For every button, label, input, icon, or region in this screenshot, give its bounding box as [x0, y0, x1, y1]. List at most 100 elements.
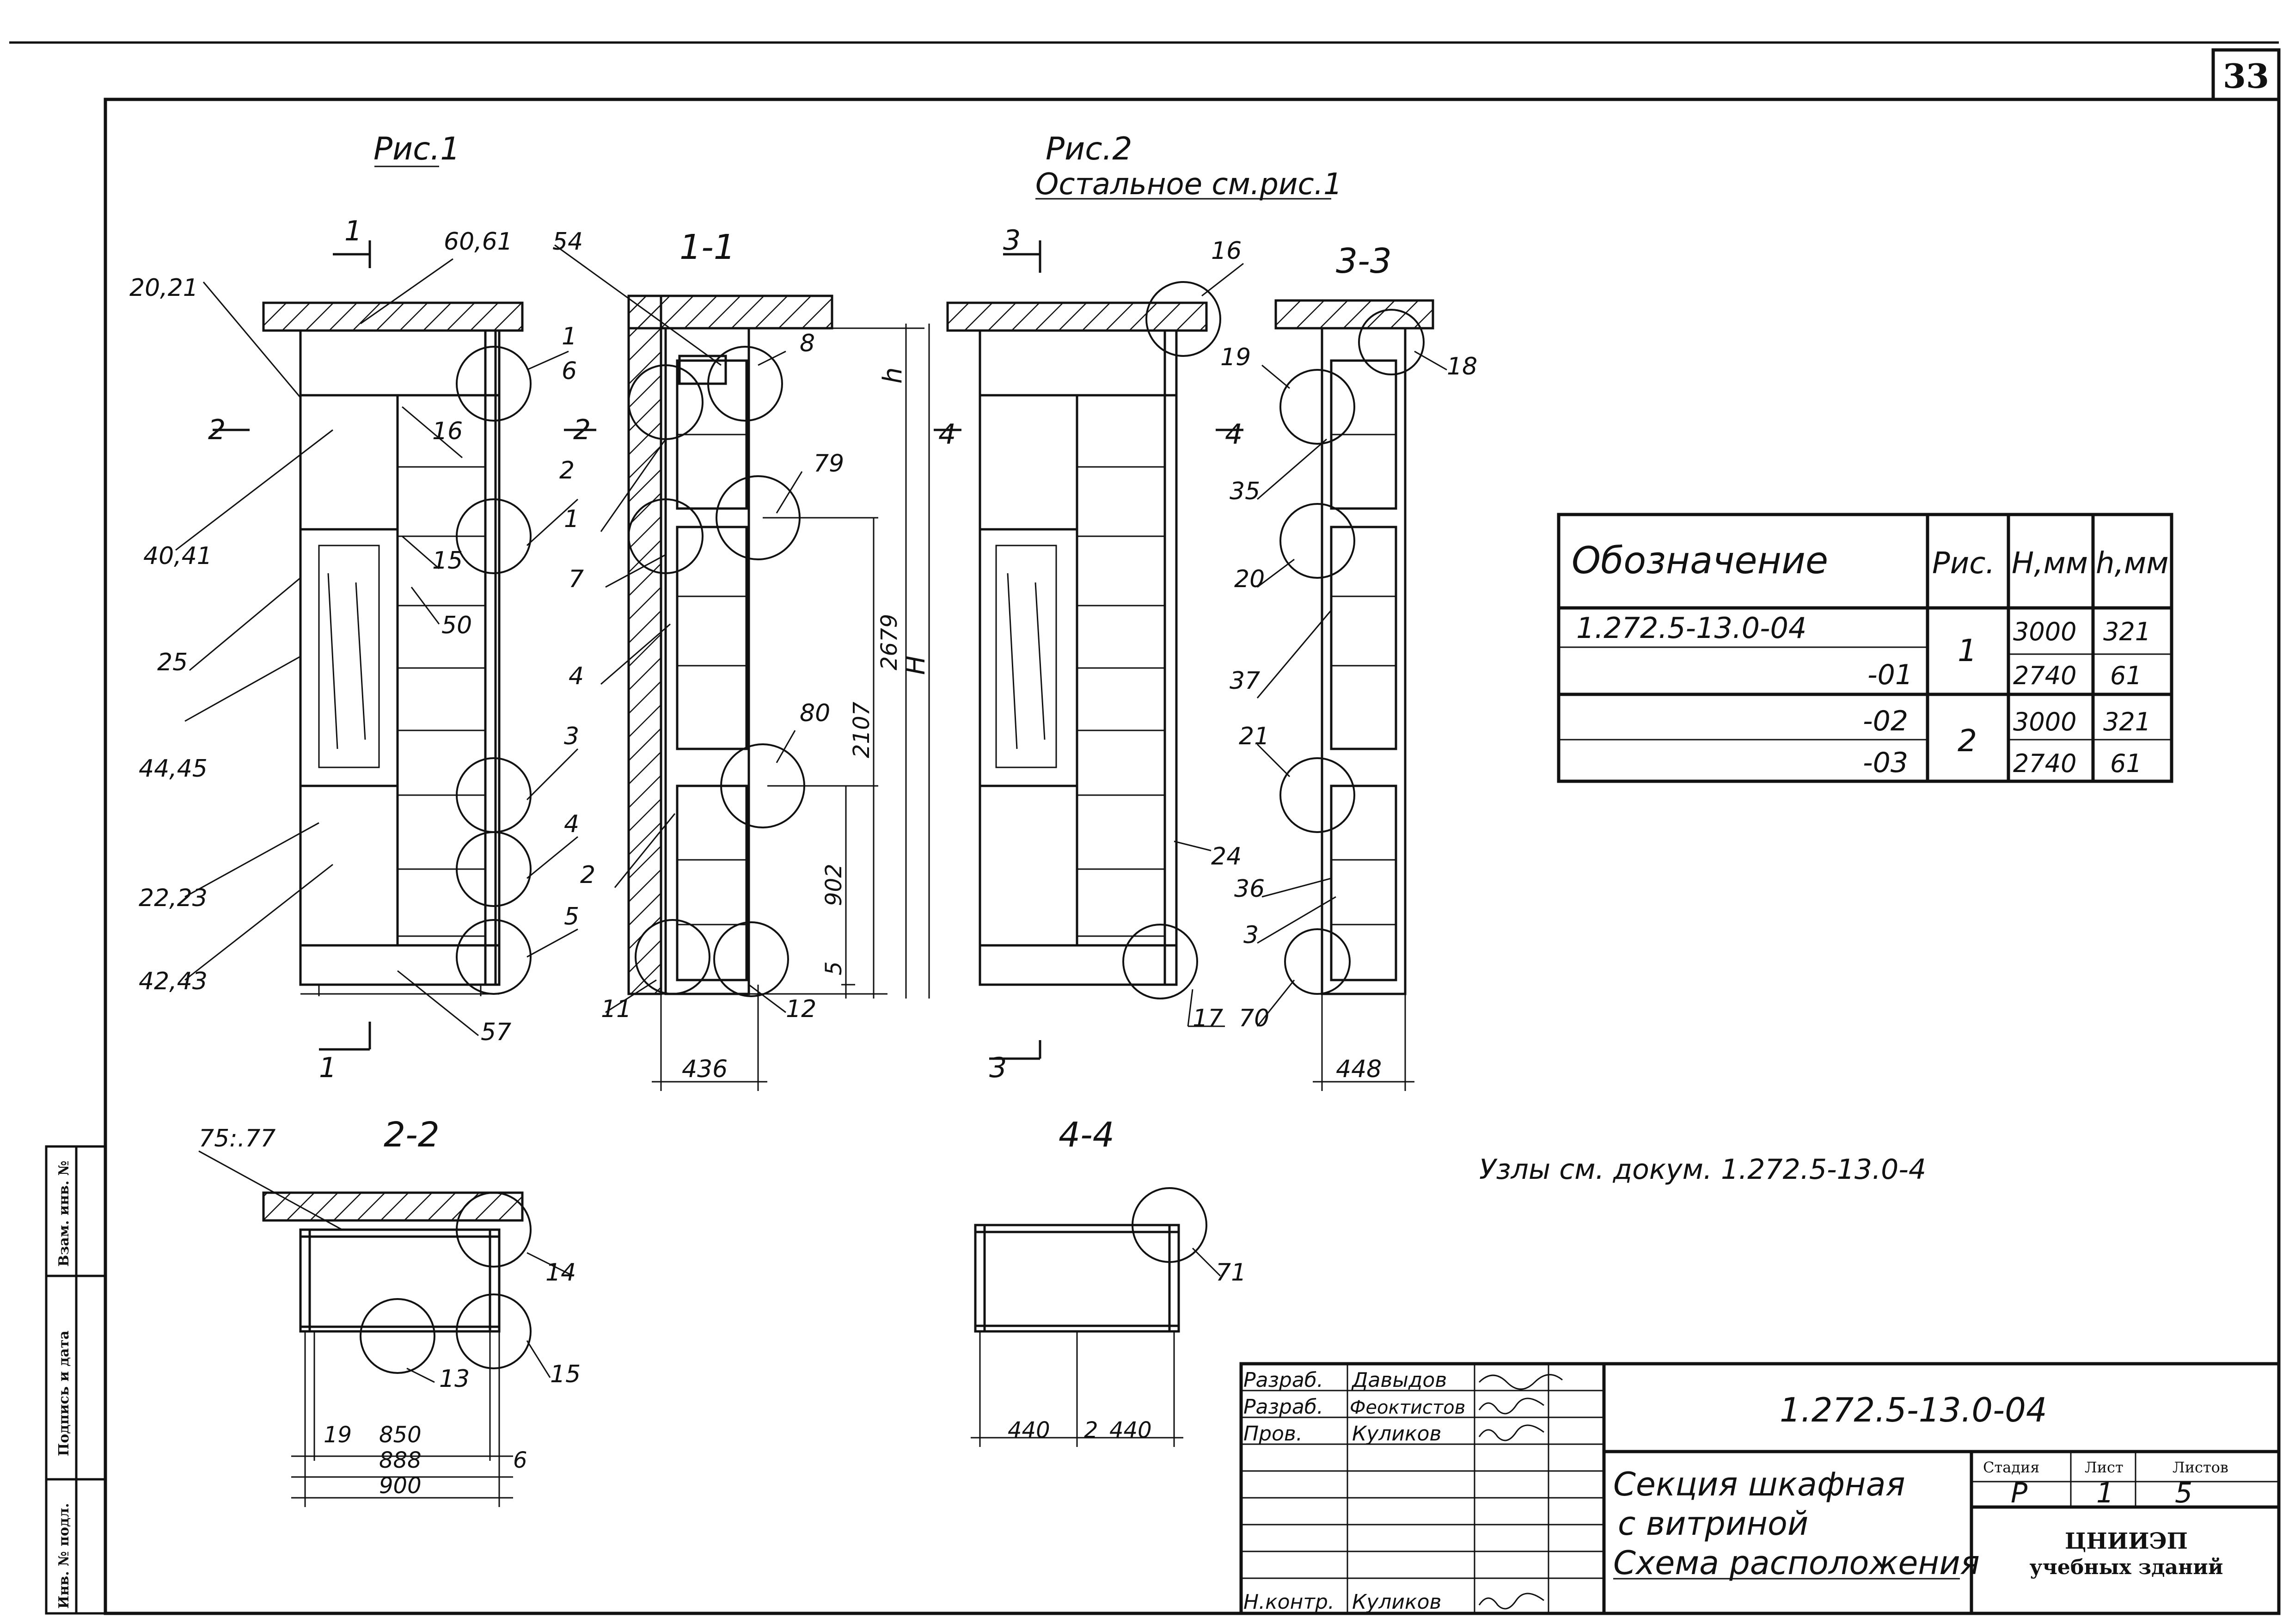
cut-1-top: 1 — [344, 215, 362, 247]
callout-44-45: 44,45 — [139, 755, 208, 783]
section-3-3 — [1256, 299, 1447, 1091]
callout-21: 21 — [1239, 723, 1269, 750]
callout-16b: 16 — [1211, 237, 1242, 265]
callout-1b: 1 — [564, 505, 579, 533]
tb-role-5: Н.контр. — [1243, 1590, 1334, 1614]
callout-11: 11 — [601, 995, 631, 1023]
callout-3a: 3 — [564, 723, 579, 750]
tb-name-line1: Секция шкафная — [1613, 1465, 1905, 1503]
fig2-elevation — [934, 240, 1244, 1060]
dim-2107: 2107 — [849, 701, 875, 758]
tb-stage-label: Стадия — [1983, 1459, 2039, 1476]
cut-3-top: 3 — [1003, 224, 1021, 257]
dim-2: 2 — [1084, 1417, 1098, 1443]
callout-25: 25 — [157, 649, 188, 676]
dim-440b: 440 — [1109, 1417, 1152, 1443]
spec-row0-H: 3000 — [2013, 617, 2076, 646]
spec-row0-h: 321 — [2103, 617, 2151, 646]
cut-2-right: 2 — [573, 414, 591, 446]
callout-20: 20 — [1234, 565, 1265, 593]
side-stamp: Инв. № подл. Подпись и дата Взам. инв. № — [45, 1145, 107, 1615]
callout-2a: 2 — [559, 457, 575, 484]
tb-role-2: Пров. — [1243, 1422, 1303, 1446]
section-4-4-title: 4-4 — [1059, 1115, 1114, 1155]
title-block: Разраб. Давыдов Разраб. Феоктистов Пров.… — [1239, 1362, 2281, 1615]
tb-org-line2: учебных зданий — [2030, 1556, 2223, 1579]
tb-doc-code: 1.272.5-13.0-04 — [1780, 1391, 2047, 1429]
fig2-title: Рис.2 — [1046, 131, 1132, 167]
stamp-replace-inv: Взам. инв. № — [56, 1161, 72, 1267]
tb-sheet: 1 — [2096, 1477, 2114, 1509]
fig1-title: Рис.1 — [373, 131, 460, 167]
tb-stage: Р — [2011, 1477, 2028, 1509]
spec-row1-code: -01 — [1867, 659, 1913, 691]
spec-row2-h: 321 — [2103, 707, 2151, 736]
nodes-note: Узлы см. докум. 1.272.5-13.0-4 — [1479, 1153, 1926, 1186]
cut-2-left: 2 — [208, 414, 226, 446]
callout-75-77: 75:.77 — [199, 1125, 275, 1152]
spec-row0-code: 1.272.5-13.0-04 — [1576, 611, 1806, 645]
callout-19: 19 — [1220, 343, 1251, 371]
signature-1 — [1478, 1397, 1544, 1415]
cut-4-right: 4 — [1225, 418, 1242, 451]
callout-17: 17 — [1193, 1005, 1223, 1032]
callout-5a: 5 — [564, 903, 579, 931]
dim-850: 850 — [379, 1422, 422, 1448]
stamp-inv-orig: Инв. № подл. — [56, 1503, 72, 1609]
fig1-elevation — [175, 240, 596, 1051]
callout-15a: 15 — [432, 547, 463, 575]
cut-4-left: 4 — [938, 418, 956, 451]
tb-role-0: Разраб. — [1243, 1368, 1323, 1392]
section-3-3-title: 3-3 — [1336, 241, 1392, 281]
dim-448: 448 — [1336, 1055, 1382, 1083]
signature-5 — [1478, 1593, 1544, 1610]
tb-org-line1: ЦНИИЭП — [2065, 1528, 2188, 1554]
callout-50: 50 — [441, 612, 472, 639]
dim-888: 888 — [379, 1447, 422, 1473]
tb-name-2: Куликов — [1352, 1422, 1441, 1446]
spec-row3-h: 61 — [2110, 749, 2142, 778]
callout-4a: 4 — [564, 810, 579, 838]
fig1-labels: 1 1 2 2 60,61 20,21 40,41 25 44,45 22,23… — [129, 215, 591, 1084]
signature-0 — [1478, 1374, 1563, 1390]
spec-row2-H: 3000 — [2013, 707, 2076, 736]
callout-71: 71 — [1216, 1259, 1246, 1287]
section-2-2: 75:.77 14 15 13 19 850 888 900 6 — [198, 1125, 581, 1507]
dim-2679: 2679 — [876, 614, 902, 670]
tb-name-line3: Схема расположения — [1613, 1544, 1980, 1582]
dim-H: H — [901, 656, 931, 675]
dim-h: h — [878, 368, 908, 384]
tb-sheets: 5 — [2175, 1477, 2192, 1509]
dim-5: 5 — [821, 961, 847, 975]
spec-fig-2: 2 — [1958, 723, 1977, 759]
tb-role-1: Разраб. — [1243, 1395, 1323, 1419]
callout-40-41: 40,41 — [143, 542, 212, 570]
callout-22-23: 22,23 — [139, 884, 208, 912]
fig2-note: Остальное см.рис.1 — [1035, 167, 1342, 202]
spec-table: Обозначение Рис. H,мм h,мм 1.272.5-13.0-… — [1557, 513, 2173, 783]
spec-header-h: h,мм — [2096, 546, 2168, 581]
callout-57: 57 — [481, 1018, 511, 1046]
callout-20-21: 20,21 — [129, 274, 198, 302]
callout-3b: 3 — [1243, 921, 1259, 949]
tb-name-1: Феоктистов — [1350, 1397, 1465, 1418]
callout-79: 79 — [814, 450, 844, 478]
callout-15b: 15 — [550, 1360, 581, 1388]
callout-18: 18 — [1447, 353, 1477, 380]
callout-80: 80 — [800, 699, 830, 727]
callout-42-43: 42,43 — [139, 968, 208, 995]
callout-6: 6 — [562, 357, 577, 385]
section-1-1-labels: 54 8 1 7 4 2 79 80 11 12 436 h H 2679 21… — [552, 228, 931, 1083]
callout-60-61: 60,61 — [444, 228, 513, 256]
tb-name-0: Давыдов — [1351, 1368, 1447, 1392]
callout-54: 54 — [552, 228, 583, 256]
spec-row3-H: 2740 — [2013, 749, 2076, 778]
section-1-1 — [554, 244, 930, 1091]
dim-440a: 440 — [1008, 1417, 1050, 1443]
section-4-4: 71 440 2 440 — [971, 1187, 1246, 1447]
callout-35: 35 — [1230, 478, 1260, 505]
callout-24: 24 — [1211, 843, 1242, 870]
dim-19: 19 — [324, 1422, 352, 1448]
tb-sheets-label: Листов — [2173, 1459, 2228, 1476]
